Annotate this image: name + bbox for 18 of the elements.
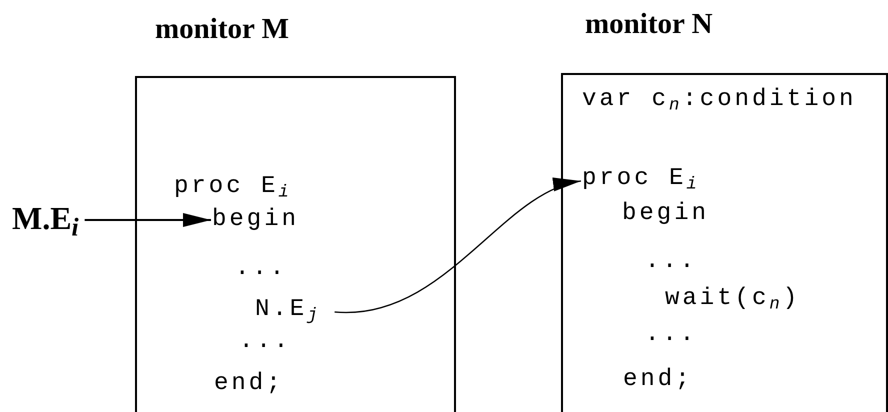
code-line: N.E$_{j}$	[255, 296, 321, 324]
code-line: ...	[645, 248, 698, 276]
arrow	[334, 180, 582, 313]
code-line: ...	[239, 328, 292, 356]
code-line: ...	[645, 321, 698, 349]
code-line: wait(c$_{n}$)	[665, 285, 800, 313]
code-line: proc E$_{i}$	[174, 173, 292, 201]
code-line: end;	[214, 370, 284, 398]
code-line: ...	[235, 255, 288, 283]
monitor-title: monitor N	[585, 7, 713, 41]
entry-call-label: M.E$_{i}$	[12, 200, 79, 236]
code-line: begin	[212, 206, 300, 234]
code-line: begin	[622, 200, 710, 228]
code-line: proc E$_{i}$	[582, 165, 700, 193]
monitor-title: monitor M	[155, 12, 289, 46]
code-line: end;	[623, 366, 693, 394]
code-line: var c$_{n}$:condition	[582, 86, 856, 114]
arrow	[84, 213, 211, 227]
